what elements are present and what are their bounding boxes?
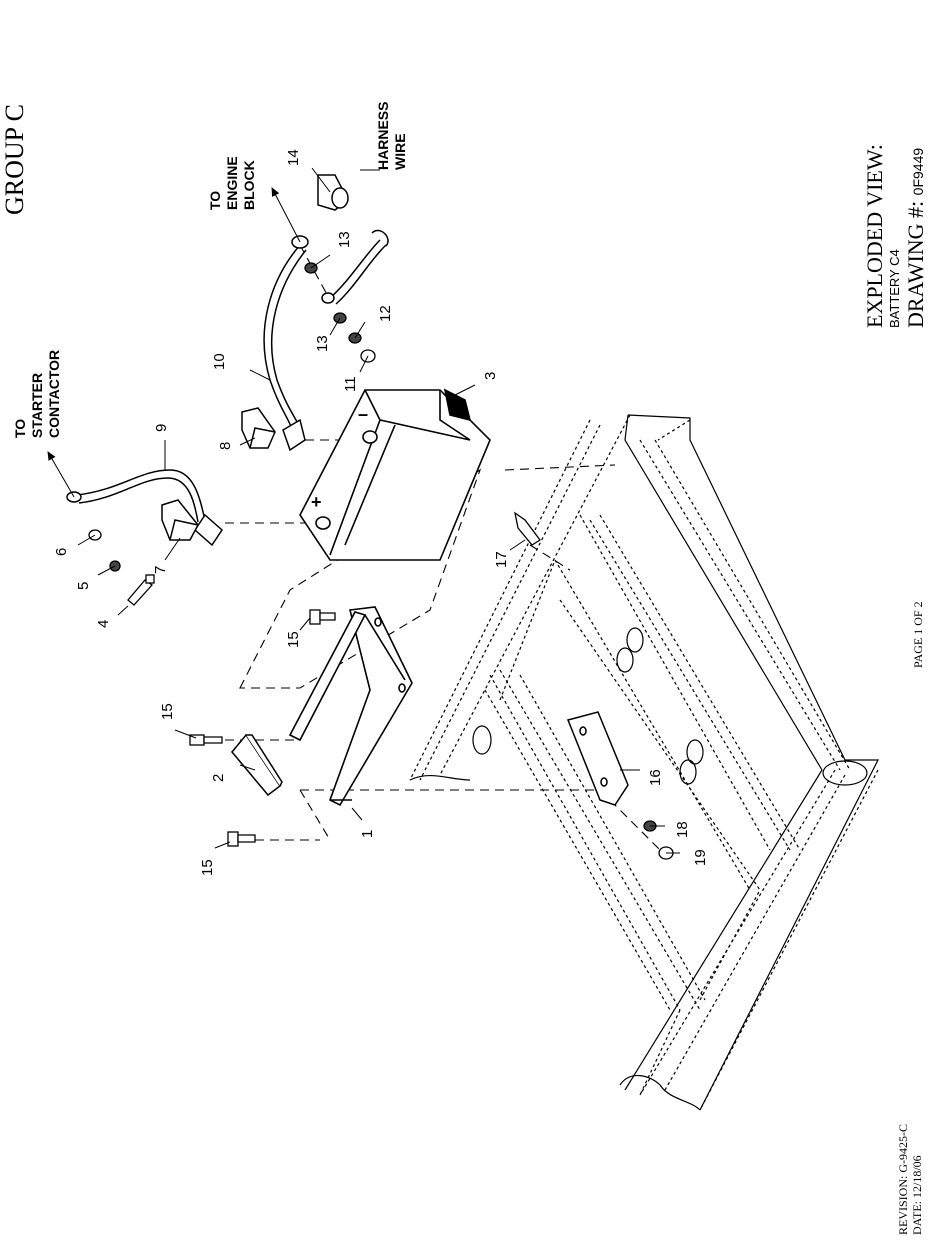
callout-4: 4 <box>95 620 112 628</box>
callout-7: 7 <box>152 566 169 574</box>
callout-8: 8 <box>217 442 234 450</box>
battery-tray <box>290 607 412 805</box>
callout-6: 6 <box>53 548 70 556</box>
hardware <box>89 263 673 859</box>
hold-down-bracket <box>232 735 282 795</box>
engine-label-1: TO <box>207 191 223 210</box>
callout-9: 9 <box>153 424 170 432</box>
engine-label-2: ENGINE <box>224 156 240 210</box>
positive-mark: + <box>311 492 322 512</box>
callout-11: 11 <box>342 376 359 392</box>
callout-19: 19 <box>692 849 709 866</box>
mounting-bracket <box>568 712 628 805</box>
callout-18: 18 <box>674 821 691 838</box>
callout-16: 16 <box>647 769 664 786</box>
callout-5: 5 <box>75 582 92 590</box>
starter-label-1: TO <box>12 419 28 438</box>
callout-15c: 15 <box>285 631 302 648</box>
callout-14: 14 <box>285 149 302 166</box>
negative-mark: – <box>358 404 368 424</box>
base-frame <box>410 415 878 1110</box>
harness-label-2: WIRE <box>392 133 408 170</box>
callout-2: 2 <box>210 774 227 782</box>
harness-label-1: HARNESS <box>375 102 391 170</box>
callout-15a: 15 <box>159 703 176 720</box>
starter-label-3: CONTACTOR <box>46 350 62 438</box>
callout-1: 1 <box>359 830 376 838</box>
callout-3: 3 <box>482 372 499 380</box>
starter-label-2: STARTER <box>29 373 45 438</box>
battery <box>300 390 490 560</box>
engine-label-3: BLOCK <box>241 160 257 210</box>
callout-15b: 15 <box>199 859 216 876</box>
callout-13a: 13 <box>314 335 331 352</box>
callout-10: 10 <box>211 353 228 370</box>
callout-12: 12 <box>377 305 394 322</box>
callout-17: 17 <box>493 551 510 568</box>
callout-13b: 13 <box>336 231 353 248</box>
